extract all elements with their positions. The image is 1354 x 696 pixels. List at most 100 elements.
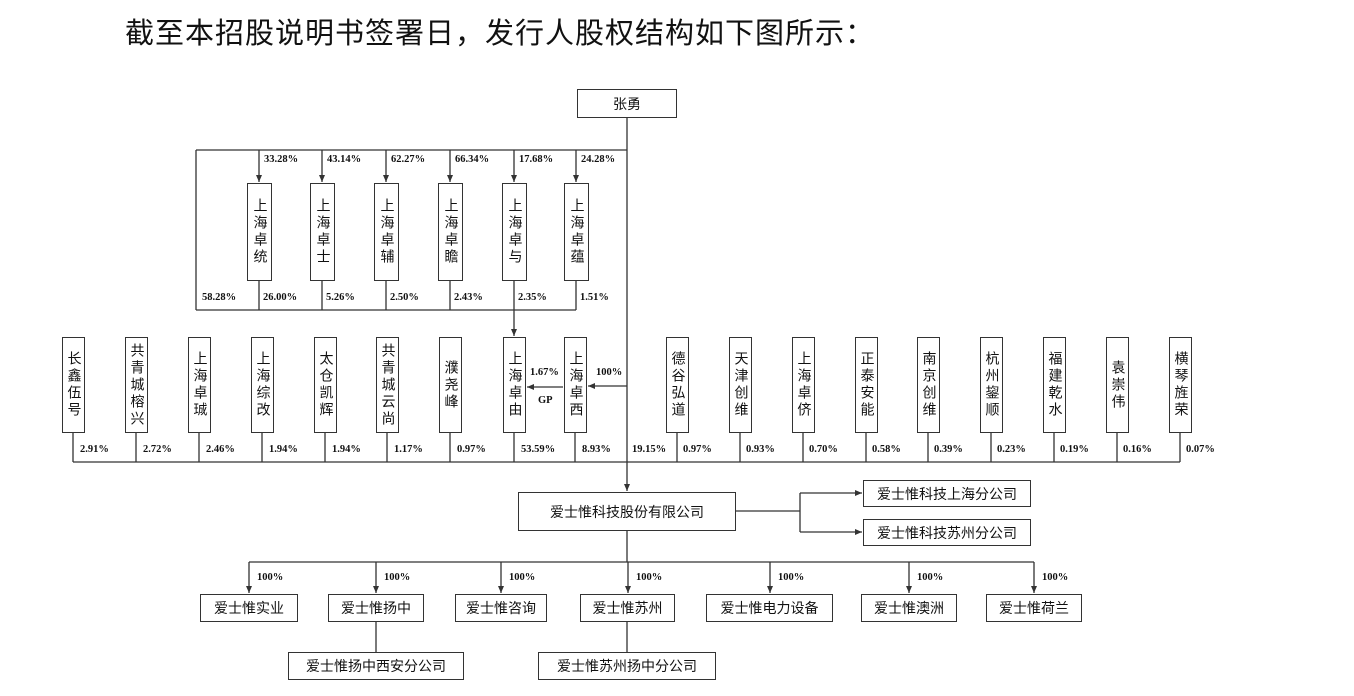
platform-box: 上海卓与 (502, 183, 527, 281)
shareholder-box-label: 上海卓西 (567, 351, 584, 419)
platform-box-label: 上海卓蕴 (568, 198, 585, 266)
shareholder-pct: 0.97% (457, 444, 486, 455)
shareholder-box: 横琴旌荣 (1169, 337, 1192, 433)
shareholder-box: 杭州鋆顺 (980, 337, 1003, 433)
platform-lower-pct: 2.35% (518, 292, 547, 303)
subsidiary-pct: 100% (636, 572, 663, 583)
shareholder-box: 长鑫伍号 (62, 337, 85, 433)
shareholder-box-label: 上海卓由 (506, 351, 523, 419)
zhuoxi-to-zhuoyou-pct: 1.67% (530, 367, 559, 378)
shareholder-pct: 1.94% (269, 444, 298, 455)
shareholder-box: 德谷弘道 (666, 337, 689, 433)
subsidiary-pct: 100% (257, 572, 284, 583)
subsidiary-pct: 100% (917, 572, 944, 583)
shareholder-pct: 2.72% (143, 444, 172, 455)
shareholder-box-label: 上海卓珹 (191, 351, 208, 419)
shareholder-box-label: 横琴旌荣 (1172, 351, 1189, 419)
shareholder-pct: 0.39% (934, 444, 963, 455)
subsidiary-box: 爱士惟荷兰 (986, 594, 1082, 622)
shareholder-box: 共青城云尚 (376, 337, 399, 433)
branch-box: 爱士惟科技苏州分公司 (863, 519, 1031, 546)
subsidiary-box: 爱士惟澳洲 (861, 594, 957, 622)
top-holder-box: 张勇 (577, 89, 677, 118)
platform-upper-pct: 33.28% (264, 154, 299, 165)
shareholder-box-label: 太仓凯辉 (317, 351, 334, 419)
platform-lower-pct: 1.51% (580, 292, 609, 303)
platform-box: 上海卓士 (310, 183, 335, 281)
platform-upper-pct: 62.27% (391, 154, 426, 165)
shareholder-box: 上海卓西 (564, 337, 587, 433)
platform-box-label: 上海卓士 (314, 198, 331, 266)
shareholder-box: 上海卓珹 (188, 337, 211, 433)
shareholder-box-label: 正泰安能 (858, 351, 875, 419)
sub-branch-box: 爱士惟苏州扬中分公司 (538, 652, 716, 680)
shareholder-pct: 0.19% (1060, 444, 1089, 455)
shareholder-box-label: 天津创维 (732, 351, 749, 419)
shareholder-box-label: 德谷弘道 (669, 351, 686, 419)
shareholder-pct: 0.58% (872, 444, 901, 455)
shareholder-box-label: 南京创维 (920, 351, 937, 419)
shareholder-box: 濮尧峰 (439, 337, 462, 433)
sub-branch-box: 爱士惟扬中西安分公司 (288, 652, 464, 680)
shareholder-box-label: 福建乾水 (1046, 351, 1063, 419)
shareholder-pct: 0.70% (809, 444, 838, 455)
shareholder-box: 袁崇伟 (1106, 337, 1129, 433)
shareholder-box-label: 濮尧峰 (442, 359, 459, 411)
shareholder-pct: 8.93% (582, 444, 611, 455)
platform-box-label: 上海卓瞻 (442, 198, 459, 266)
shareholder-box: 南京创维 (917, 337, 940, 433)
platform-box-label: 上海卓统 (251, 198, 268, 266)
shareholder-box: 上海卓侪 (792, 337, 815, 433)
platform-upper-pct: 24.28% (581, 154, 616, 165)
subsidiary-box: 爱士惟实业 (200, 594, 298, 622)
platform-box: 上海卓辅 (374, 183, 399, 281)
platform-upper-pct: 43.14% (327, 154, 362, 165)
zhangyong-direct-pct: 19.15% (632, 444, 667, 455)
shareholder-pct: 0.07% (1186, 444, 1215, 455)
shareholder-box-label: 上海卓侪 (795, 351, 812, 419)
zhangyong-to-zhuoxi-pct: 100% (596, 367, 623, 378)
platform-box: 上海卓统 (247, 183, 272, 281)
branch-box: 爱士惟科技上海分公司 (863, 480, 1031, 507)
subsidiary-pct: 100% (778, 572, 805, 583)
platform-lower-pct: 2.50% (390, 292, 419, 303)
shareholder-box: 正泰安能 (855, 337, 878, 433)
platform-box-label: 上海卓与 (506, 198, 523, 266)
shareholder-pct: 1.94% (332, 444, 361, 455)
platform-upper-pct: 17.68% (519, 154, 554, 165)
platform-box-label: 上海卓辅 (378, 198, 395, 266)
subsidiary-pct: 100% (1042, 572, 1069, 583)
shareholder-box: 太仓凯辉 (314, 337, 337, 433)
shareholder-box: 共青城榕兴 (125, 337, 148, 433)
shareholder-box-label: 共青城榕兴 (128, 342, 145, 428)
platform-upper-pct: 66.34% (455, 154, 490, 165)
shareholder-box-label: 共青城云尚 (379, 342, 396, 428)
shareholder-pct: 0.16% (1123, 444, 1152, 455)
shareholder-pct: 0.93% (746, 444, 775, 455)
subsidiary-box: 爱士惟咨询 (455, 594, 547, 622)
shareholder-pct: 0.97% (683, 444, 712, 455)
subsidiary-box: 爱士惟电力设备 (706, 594, 833, 622)
shareholder-pct: 1.17% (394, 444, 423, 455)
shareholder-pct: 2.91% (80, 444, 109, 455)
shareholder-box: 福建乾水 (1043, 337, 1066, 433)
page-title: 截至本招股说明书签署日，发行人股权结构如下图所示： (125, 16, 876, 50)
platform-lower-pct: 2.43% (454, 292, 483, 303)
shareholder-pct: 53.59% (521, 444, 556, 455)
shareholder-pct: 0.23% (997, 444, 1026, 455)
shareholder-box: 天津创维 (729, 337, 752, 433)
subsidiary-pct: 100% (384, 572, 411, 583)
platform-box: 上海卓瞻 (438, 183, 463, 281)
company-box: 爱士惟科技股份有限公司 (518, 492, 736, 531)
shareholder-box-label: 上海综改 (254, 351, 271, 419)
shareholder-box: 上海综改 (251, 337, 274, 433)
shareholder-box-label: 长鑫伍号 (65, 351, 82, 419)
platform-lower-pct: 5.26% (326, 292, 355, 303)
platform-lower-pct: 26.00% (263, 292, 298, 303)
subsidiary-box: 爱士惟苏州 (580, 594, 675, 622)
subsidiary-pct: 100% (509, 572, 536, 583)
zhuoyou-direct-pct: 58.28% (202, 292, 237, 303)
shareholder-box-label: 袁崇伟 (1109, 359, 1126, 411)
shareholder-box: 上海卓由 (503, 337, 526, 433)
